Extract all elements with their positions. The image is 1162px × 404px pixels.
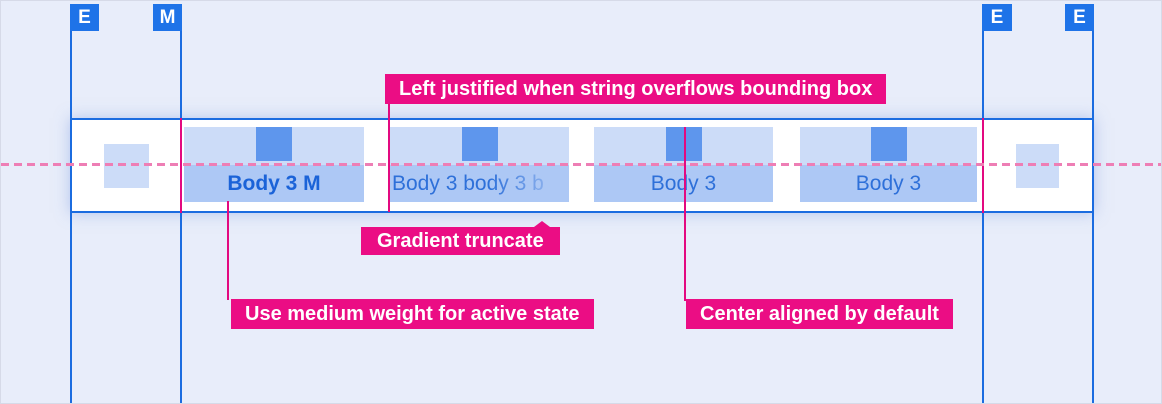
guide-line-right-edge-bottom [1092, 213, 1094, 403]
guide-line-left-e-bottom [70, 213, 72, 403]
tab-item-overflow[interactable]: Body 3 body 3 b [390, 127, 569, 202]
tab-label: Body 3 body 3 b [392, 172, 544, 195]
guide-line-left-m-bottom [180, 213, 182, 403]
pointer-line-center-aligned [684, 127, 686, 301]
callout-gradient-truncate: Gradient truncate [361, 221, 560, 255]
tab-icon-area [800, 127, 977, 165]
tab-label: Body 3 M [227, 172, 321, 195]
tab-label-area: Body 3 [594, 165, 773, 202]
tab-icon-placeholder [870, 127, 907, 161]
tab-label-area: Body 3 M [184, 165, 364, 202]
edge-placeholder-square-right [1016, 144, 1059, 188]
tab-icon-placeholder [665, 127, 702, 161]
caret-up-icon [533, 221, 550, 227]
edge-placeholder-square-left [104, 144, 149, 188]
tab-icon-area [594, 127, 773, 165]
spacing-badge-m: M [153, 4, 182, 31]
tab-item-active[interactable]: Body 3 M [184, 127, 364, 202]
tab-label-area: Body 3 [800, 165, 977, 202]
tab-label: Body 3 [855, 172, 922, 195]
tab-item-default-1[interactable]: Body 3 [594, 127, 773, 202]
tab-item-default-2[interactable]: Body 3 [800, 127, 977, 202]
spacing-badge-e-edge: E [1065, 4, 1094, 31]
pointer-line-overflow [388, 104, 390, 212]
tab-label-area: Body 3 body 3 b [390, 165, 569, 202]
tab-icon-placeholder [256, 127, 292, 161]
callout-left-justified: Left justified when string overflows bou… [385, 74, 887, 104]
center-baseline-dashed [1, 163, 1161, 166]
tab-icon-area [184, 127, 364, 165]
tab-icon-area [390, 127, 569, 165]
tab-label: Body 3 [650, 172, 717, 195]
guide-line-left-e-top [70, 31, 72, 118]
callout-medium-weight: Use medium weight for active state [231, 299, 594, 329]
callout-gradient-text: Gradient truncate [377, 230, 544, 252]
spacing-badge-e-right: E [982, 4, 1012, 31]
pointer-line-medium-weight [227, 201, 229, 300]
guide-line-right-edge-top [1092, 31, 1094, 118]
guide-line-right-e-top [982, 31, 984, 118]
callout-center-aligned: Center aligned by default [686, 299, 953, 329]
guide-line-left-m-top [180, 31, 182, 118]
spacing-badge-e-left: E [70, 4, 99, 31]
tab-icon-placeholder [461, 127, 498, 161]
guide-line-right-e-bottom [982, 213, 984, 403]
